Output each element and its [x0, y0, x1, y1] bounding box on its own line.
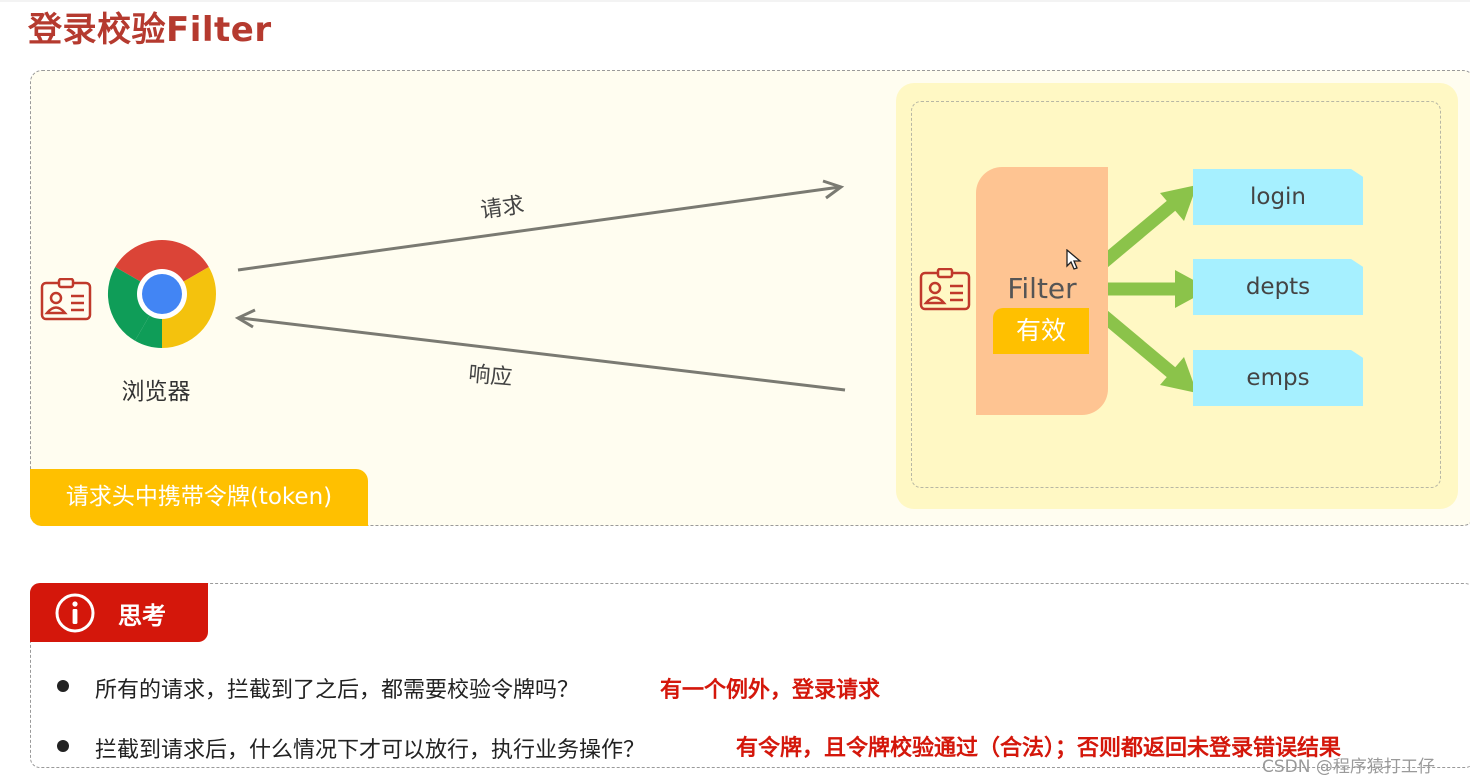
chrome-icon: [107, 239, 217, 349]
token-tag: 请求头中携带令牌(token): [30, 469, 368, 526]
server-inner-border: [911, 101, 1441, 488]
think-tag: [30, 583, 208, 642]
filter-label: Filter: [1007, 272, 1077, 305]
answer-1: 有一个例外，登录请求: [660, 678, 881, 703]
page-title: 登录校验Filter: [28, 10, 272, 50]
response-label: 响应: [467, 361, 514, 391]
endpoint-emps: emps: [1193, 350, 1363, 406]
answer-2: 有令牌，且令牌校验通过（合法）；否则都返回未登录错误结果: [736, 736, 1342, 761]
watermark: CSDN @程序猿打工仔: [1262, 757, 1435, 777]
question-1: 所有的请求，拦截到了之后，都需要校验令牌吗？: [95, 678, 580, 703]
info-icon: [55, 593, 95, 633]
request-arrow: [237, 179, 845, 272]
id-card-icon: [919, 268, 971, 311]
filter-box: [976, 167, 1108, 415]
green-arrow-depts: [1098, 270, 1210, 308]
response-arrow: [234, 308, 846, 392]
id-card-icon: [40, 278, 92, 321]
valid-badge: 有效: [993, 308, 1089, 354]
endpoint-login: login: [1193, 169, 1363, 225]
green-arrow-emps: [1093, 306, 1197, 393]
bullet: [57, 680, 69, 692]
top-band: [0, 0, 1470, 2]
think-label: 思考: [118, 602, 166, 630]
think-box: [30, 583, 1470, 768]
browser-label: 浏览器: [121, 379, 191, 405]
bullet: [57, 740, 69, 752]
endpoint-depts: depts: [1193, 259, 1363, 315]
request-label: 请求: [478, 192, 526, 224]
cursor-icon: [1066, 249, 1082, 270]
green-arrow-login: [1093, 185, 1197, 272]
question-2: 拦截到请求后，什么情况下才可以放行，执行业务操作？: [95, 738, 646, 763]
